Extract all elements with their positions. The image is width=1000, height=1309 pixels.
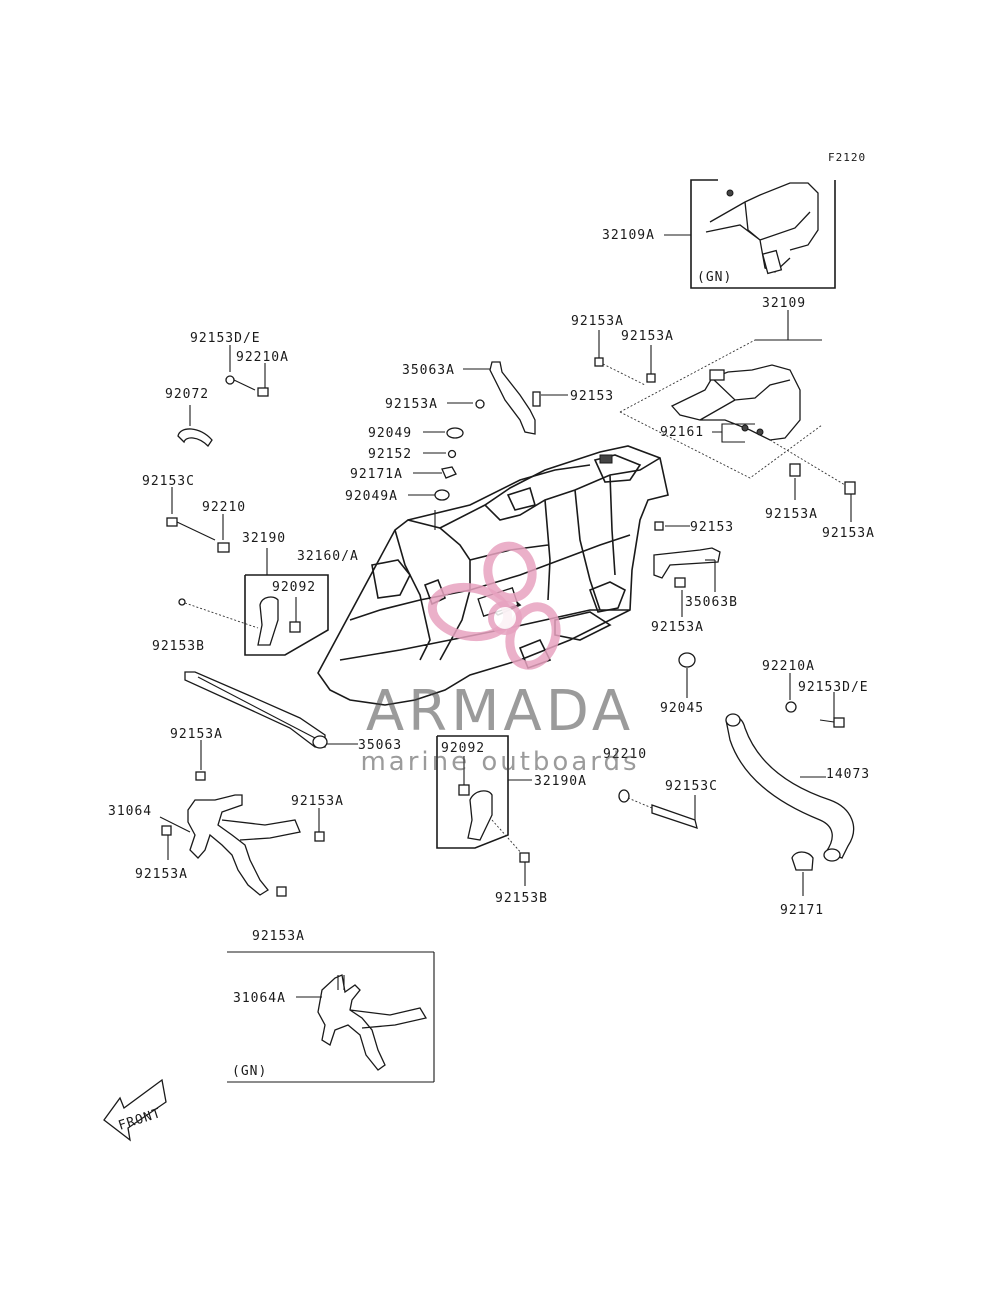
main-frame [317,445,669,706]
clamp-92171-part [791,851,814,871]
bolts-carrier [594,330,856,522]
watermark-logo-icon [427,541,561,670]
label-32190a: 32190A [534,774,587,789]
label-92153-1: 92153 [570,389,614,404]
watermark-tagline: marine outboards [360,747,639,777]
mount-32190-part [257,596,279,646]
label-92153a-9: 92153A [135,867,188,882]
clamp-92072-part [177,428,213,448]
label-92171: 92171 [780,903,824,918]
footrest-31064-group [159,740,325,897]
inset-footrest-gn [227,951,435,1083]
label-92153b-2: 92153B [495,891,548,906]
label-31064a: 31064A [233,991,286,1006]
label-92153a-5: 92153A [385,397,438,412]
footrest-31064-part [187,794,301,896]
stay-35063a-part [489,361,536,435]
label-92092-1: 92092 [272,580,316,595]
watermark-brand: ARMADA [366,679,634,744]
label-35063: 35063 [358,738,402,753]
label-92153a-8: 92153A [291,794,344,809]
label-92210a-1: 92210A [236,350,289,365]
label-92153de-1: 92153D/E [190,331,261,346]
front-arrow: FRONT [103,1078,167,1142]
label-92045: 92045 [660,701,704,716]
watermark: ARMADA marine outboards [360,541,639,777]
label-32109: 32109 [762,296,806,311]
label-92153a-7: 92153A [170,727,223,742]
front-label: FRONT [117,1106,164,1134]
right-mid-hardware [785,673,845,728]
label-92210-2: 92210 [603,747,647,762]
inset-32190 [178,548,329,656]
label-92152: 92152 [368,447,412,462]
label-92171a: 92171A [350,467,403,482]
label-92161: 92161 [660,425,704,440]
label-35063b: 35063B [685,595,738,610]
label-92072: 92072 [165,387,209,402]
stay-35063a-group [408,361,568,501]
stay-35063-group [184,671,358,749]
label-92153c-1: 92153C [142,474,195,489]
figure-code: F2120 [828,151,866,164]
rear-carrier-group [619,310,823,479]
label-92153-2: 92153 [690,520,734,535]
label-92092-2: 92092 [441,741,485,756]
label-32190: 32190 [242,531,286,546]
label-92153a-10: 92153A [252,929,305,944]
mount-32190a-part [467,790,493,841]
label-92153a-2: 92153A [621,329,674,344]
rear-carrier-gn-part [705,182,819,273]
label-92049a: 92049A [345,489,398,504]
label-92049: 92049 [368,426,412,441]
label-92153a-6: 92153A [651,620,704,635]
bracket-35063b-group [653,521,721,617]
grommet-92045 [678,652,696,698]
label-92153c-2: 92153C [665,779,718,794]
label-gn-1: (GN) [697,270,732,285]
label-92153b-1: 92153B [152,639,205,654]
label-35063a: 35063A [402,363,455,378]
front-arrow-icon [103,1078,167,1142]
label-32160a: 32160/A [297,549,359,564]
bolt-92153c-lower [618,789,698,829]
label-gn-2: (GN) [232,1064,267,1079]
inset-32190a [436,735,532,886]
label-32109a: 32109A [602,228,655,243]
label-92153a-1: 92153A [571,314,624,329]
label-92210a-2: 92210A [762,659,815,674]
label-92153a-3: 92153A [765,507,818,522]
hose-14073-part [725,715,855,859]
footrest-31064a-part [317,974,428,1071]
label-92153a-4: 92153A [822,526,875,541]
left-upper-hardware [166,345,269,553]
label-14073: 14073 [826,767,870,782]
label-92210-1: 92210 [202,500,246,515]
inset-rear-carrier-gn [664,179,836,289]
label-92153de-2: 92153D/E [798,680,869,695]
hose-14073-group [725,713,855,896]
bracket-35063b-part [653,547,721,579]
label-31064: 31064 [108,804,152,819]
